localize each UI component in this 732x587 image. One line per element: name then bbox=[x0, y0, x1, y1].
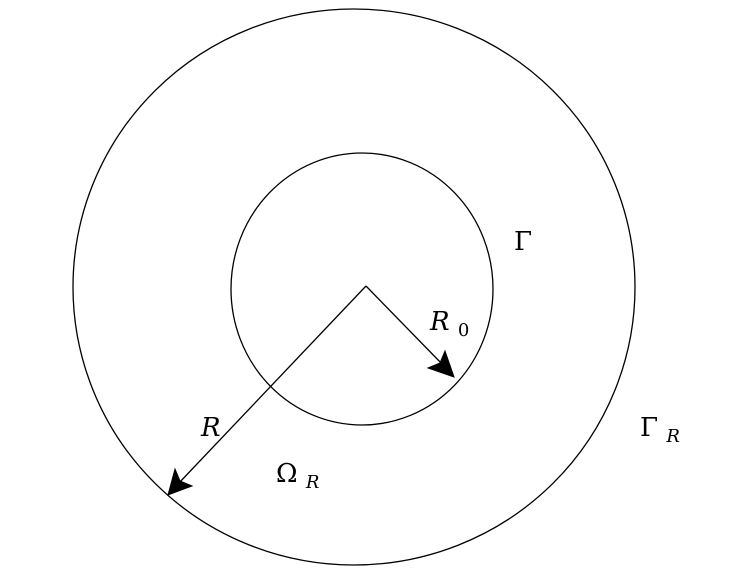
outer-radius-line bbox=[177, 285, 367, 485]
outer-boundary-subscript: R bbox=[665, 426, 680, 447]
outer-radius-arrowhead bbox=[167, 467, 194, 496]
outer-boundary-label: Γ R bbox=[640, 413, 680, 447]
outer-radius-label: R bbox=[200, 413, 221, 443]
inner-circle bbox=[230, 152, 494, 426]
inner-radius-arrowhead bbox=[426, 349, 455, 378]
domain-subscript: R bbox=[305, 472, 320, 493]
domain-label: Ω R bbox=[276, 459, 319, 493]
inner-radius-symbol: R bbox=[429, 307, 450, 337]
inner-boundary-label: Γ bbox=[514, 227, 532, 257]
outer-circle bbox=[72, 8, 636, 566]
inner-radius-line bbox=[365, 285, 445, 367]
inner-radius-subscript: 0 bbox=[458, 320, 469, 341]
domain-symbol: Ω bbox=[276, 459, 298, 489]
inner-radius-label: R 0 bbox=[429, 307, 469, 341]
outer-boundary-symbol: Γ bbox=[640, 413, 658, 443]
